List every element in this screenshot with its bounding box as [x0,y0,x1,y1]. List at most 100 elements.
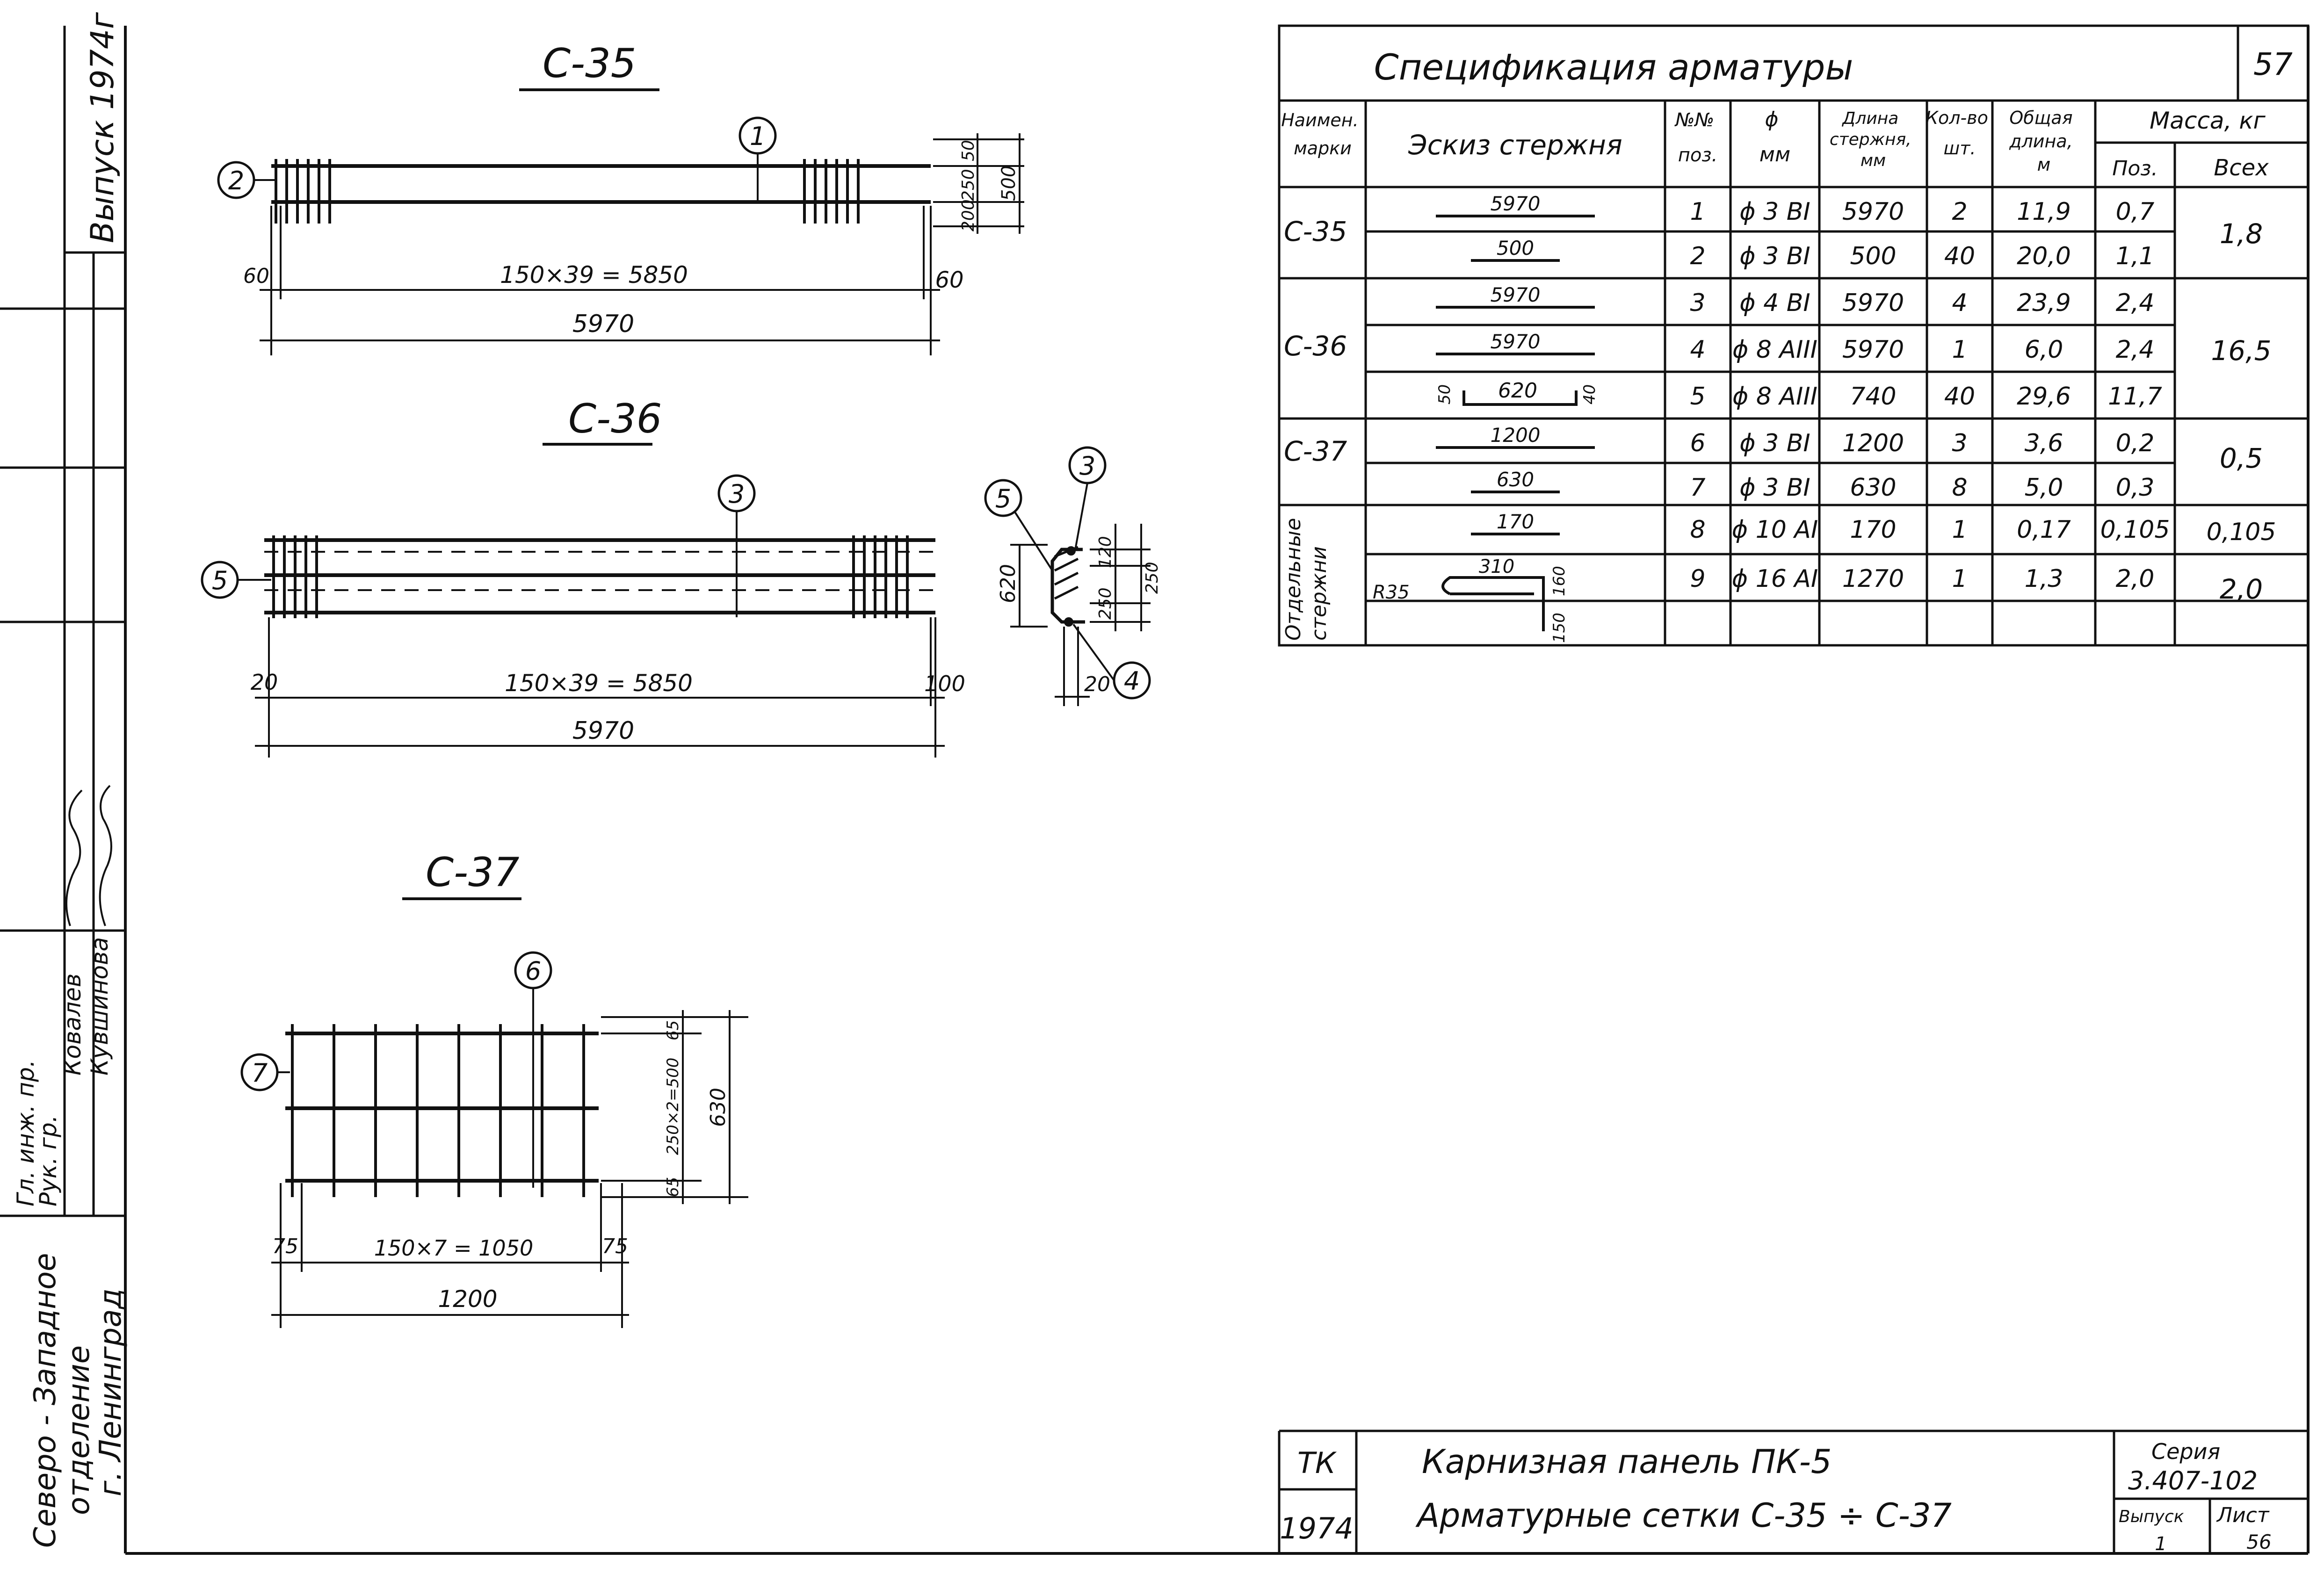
spec-cell-pos: 4 [1690,336,1705,364]
spec-cell-mass-pos: 1,1 [2116,242,2155,270]
spec-cell-pos: 3 [1690,289,1705,317]
sketch-dim: 1200 [1491,424,1541,447]
c36-dim-right: 100 [924,671,965,696]
signature-2 [99,785,112,926]
c36-sec-dim-w: 20 [1084,672,1110,696]
spec-mark-separate: Отдельные стержни [1281,512,1331,641]
spec-mass-all-c35: 1,8 [2220,218,2263,250]
title-block: ТК 1974 Карнизная панель ПК-5 Арматурные… [1278,1430,2308,1555]
tb-year: 1974 [1280,1511,1354,1545]
c36-sec-dim-3: 250 [1143,562,1162,594]
c35-dim-v1: 50 [959,140,978,161]
spec-cell-qty: 40 [1944,383,1975,411]
drawing-c36: С-36 3 5 150×39 = 5850 5970 20 100 [201,396,1162,758]
spec-cell-qty: 8 [1952,474,1967,502]
spec-cell-pos: 2 [1690,242,1705,270]
spec-header-sketch: Эскиз стержня [1408,129,1622,161]
c36-sec-pos-3: 3 [1079,451,1095,481]
sketch-dim: 5970 [1491,283,1541,306]
sketch-radius: R35 [1373,582,1410,603]
stamp-name-2: Кувшинова [86,937,113,1076]
spec-cell-total-len: 20,0 [2017,242,2071,270]
stamp-name-1: Ковалев [59,974,86,1076]
spec-cell-length: 5970 [1842,198,1904,226]
spec-mark-c35: С-35 [1284,216,1347,247]
drawing-c35: С-35 1 2 150 [217,40,1024,355]
spec-cell-total-len: 1,3 [2025,565,2063,593]
spec-cell-pos: 5 [1690,383,1705,411]
c37-title: С-37 [426,849,520,896]
spec-cell-mass-pos: 2,4 [2116,336,2155,364]
spec-header-pos: №№ поз. [1674,109,1720,166]
spec-cell-length: 630 [1850,474,1896,502]
tb-series-value: 3.407-102 [2128,1466,2258,1495]
stamp-position-2: Рук. гр. [35,1115,62,1206]
spec-cell-dia: ϕ 3 ВI [1739,242,1810,270]
c35-dim-v2: 250 [959,169,978,201]
spec-cell-pos: 1 [1690,198,1705,226]
c35-dim-left: 60 [243,264,269,288]
c35-dim-v-total: 500 [998,166,1020,201]
c36-pos-3-label: 3 [729,479,745,509]
c37-cross-bars [291,1024,585,1197]
spec-mass-all-c37: 0,5 [2220,442,2263,474]
tb-line2: Арматурные сетки С-35 ÷ С-37 [1415,1496,1952,1535]
spec-cell-qty: 2 [1952,198,1967,226]
c36-cross-bars-left [272,535,318,618]
sketch-dim: 5970 [1491,192,1541,215]
tb-line1: Карнизная панель ПК-5 [1422,1443,1832,1481]
spec-cell-total-len: 6,0 [2025,336,2063,364]
c37-dim-spacing: 150×7 = 1050 [374,1235,533,1261]
sketch-dim: 310 [1479,556,1514,578]
spec-cell-total-len: 5,0 [2025,474,2063,502]
c37-dim-v-total: 630 [706,1088,730,1127]
sketch-dim: 620 [1498,379,1537,403]
c35-dim-total: 5970 [572,310,634,338]
spec-header-dia: ϕ мм [1759,108,1790,166]
c37-pos-6-label: 6 [525,956,541,986]
sketch-dim-bottom: 150 [1550,613,1569,643]
c35-dim-spacing: 150×39 = 5850 [500,261,688,289]
c36-dim-left: 20 [251,670,278,695]
c35-pos-2-label: 2 [228,166,244,195]
spec-title: Спецификация арматуры [1374,46,1853,88]
c36-pos-5-label: 5 [212,566,228,595]
spec-cell-pos: 7 [1690,474,1705,502]
spec-cell-qty: 1 [1952,336,1967,364]
sketch-dim-left: 50 [1435,384,1454,404]
spec-header-mass-all: Всех [2214,155,2269,181]
c36-sec-pos-4: 4 [1124,666,1140,696]
spec-cell-length: 5970 [1842,289,1904,317]
c37-dim-v-mid: 250×2=500 [664,1058,682,1155]
spec-cell-dia: ϕ 4 ВI [1739,289,1810,317]
c37-dim-v-top: 65 [664,1020,682,1040]
sheet-frame [124,26,2310,1555]
c36-sec-pos-5-marker [984,479,1022,517]
c35-dim-right: 60 [935,267,963,293]
spec-mass-all-c36: 16,5 [2211,335,2271,367]
c36-dim-spacing: 150×39 = 5850 [505,670,693,697]
spec-cell-mass-pos: 0,105 [2100,516,2170,544]
c36-sec-dim-h: 620 [996,564,1020,603]
tb-issue-label: Выпуск [2119,1507,2184,1526]
c35-title: С-35 [543,40,637,87]
sketch-dim: 500 [1497,237,1534,260]
stamp-issue: Выпуск 1974г [84,12,121,243]
sketch-dim: 630 [1497,468,1534,491]
tb-sheet-label: Лист [2216,1503,2270,1527]
c37-dim-right: 75 [602,1235,628,1258]
spec-cell-pos: 9 [1690,565,1705,593]
spec-cell-total-len: 11,9 [2017,198,2071,226]
c35-cross-bars-left [275,159,331,224]
spec-cell-length: 5970 [1842,336,1904,364]
c36-sec-dim-1: 120 [1096,536,1115,568]
stamp-position-1: Гл. инж. пр. [12,1060,39,1206]
spec-cell-pos: 6 [1690,429,1705,457]
spec-cell-length: 740 [1850,383,1896,411]
